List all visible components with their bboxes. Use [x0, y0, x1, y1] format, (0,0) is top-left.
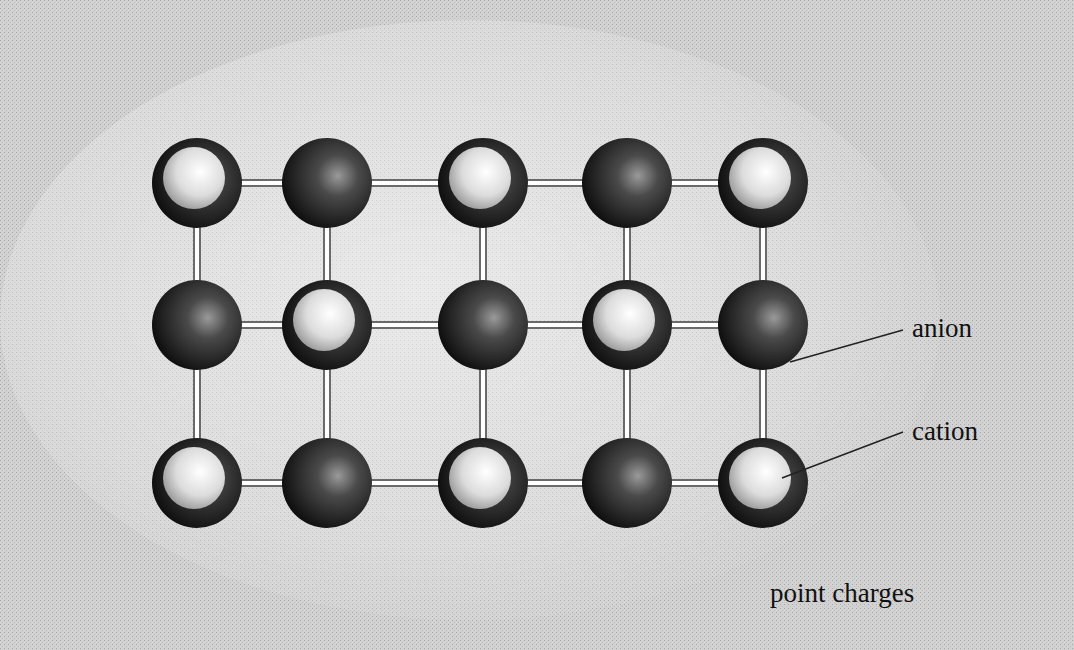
- light-area: [0, 20, 940, 620]
- anion-sphere: [582, 138, 672, 228]
- cation-shell: [438, 138, 528, 228]
- cation-sphere: [449, 447, 511, 509]
- part-label: cation: [912, 418, 978, 445]
- cation-shell: [718, 438, 808, 528]
- leader-line: [790, 330, 903, 362]
- cation-sphere: [593, 289, 655, 351]
- part-label: anion: [912, 315, 972, 342]
- cation-sphere: [449, 147, 511, 209]
- cation-shell: [152, 438, 242, 528]
- cation-shell: [582, 280, 672, 370]
- anion-sphere: [282, 438, 372, 528]
- leader-line: [782, 432, 903, 478]
- cation-sphere: [163, 147, 225, 209]
- cation-sphere: [729, 447, 791, 509]
- cation-shell: [438, 438, 528, 528]
- caption-note: point charges: [770, 580, 914, 607]
- anion-sphere: [582, 438, 672, 528]
- anion-sphere: [152, 280, 242, 370]
- anion-sphere: [718, 280, 808, 370]
- cation-shell: [282, 280, 372, 370]
- anion-sphere: [282, 138, 372, 228]
- anion-sphere: [438, 280, 528, 370]
- ions: [152, 138, 808, 528]
- cation-sphere: [163, 447, 225, 509]
- cation-sphere: [293, 289, 355, 351]
- bonds: [197, 183, 763, 483]
- cation-sphere: [729, 147, 791, 209]
- cation-shell: [152, 138, 242, 228]
- cation-shell: [718, 138, 808, 228]
